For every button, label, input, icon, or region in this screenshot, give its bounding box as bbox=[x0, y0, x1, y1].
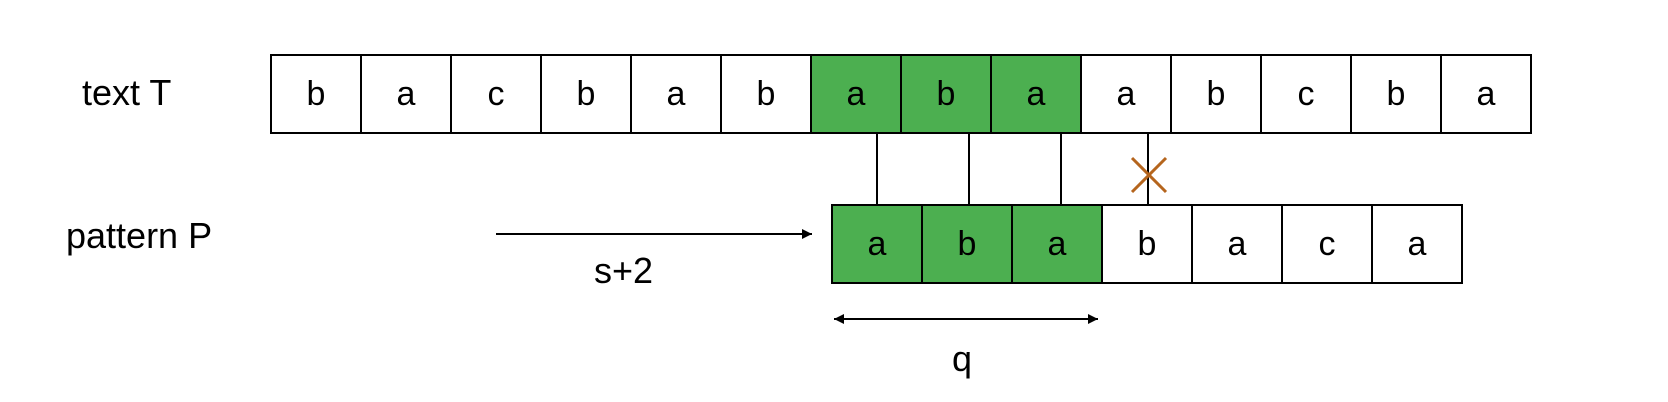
text-row-label: text T bbox=[82, 72, 172, 113]
text-cell: a bbox=[1440, 54, 1532, 134]
mismatch-cross-icon bbox=[1130, 156, 1168, 194]
text-cell: b bbox=[1350, 54, 1442, 134]
pattern-cell: b bbox=[1101, 204, 1193, 284]
text-cell: c bbox=[1260, 54, 1352, 134]
text-cell: a bbox=[360, 54, 452, 134]
pattern-cell: a bbox=[1011, 204, 1103, 284]
text-cell: a bbox=[1080, 54, 1172, 134]
pattern-cell: b bbox=[921, 204, 1013, 284]
pattern-row-label: pattern P bbox=[66, 215, 213, 256]
pattern-cell: a bbox=[1191, 204, 1283, 284]
pattern-cell: a bbox=[1371, 204, 1463, 284]
shift-label: s+2 bbox=[594, 250, 654, 291]
text-cell: a bbox=[990, 54, 1082, 134]
text-cell: b bbox=[1170, 54, 1262, 134]
text-cell: b bbox=[900, 54, 992, 134]
match-length-label: q bbox=[952, 338, 973, 379]
text-cell: a bbox=[810, 54, 902, 134]
text-cell: b bbox=[720, 54, 812, 134]
text-cell: b bbox=[270, 54, 362, 134]
text-cell: b bbox=[540, 54, 632, 134]
